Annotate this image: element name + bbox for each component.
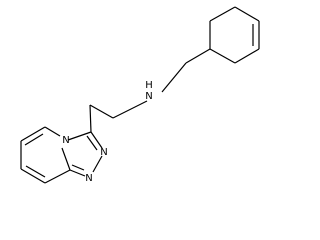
pyridine-ring xyxy=(20,126,71,184)
bond xyxy=(209,48,236,64)
bond xyxy=(161,62,187,93)
triazole-ring xyxy=(61,131,103,177)
bond xyxy=(44,169,71,184)
bond xyxy=(234,6,260,22)
bond xyxy=(61,147,71,171)
bond xyxy=(185,48,211,64)
amine-h-label: H xyxy=(145,80,153,91)
bond xyxy=(89,104,114,119)
bond xyxy=(44,126,61,137)
double-bond-inner xyxy=(24,133,44,146)
cyclohexene-ring xyxy=(209,6,260,64)
molecule-structure-diagram: N H N N N xyxy=(20,6,260,184)
triazole-n1-label: N xyxy=(100,147,107,158)
bond xyxy=(209,6,236,22)
double-bond-inner xyxy=(25,165,46,178)
bond xyxy=(92,155,103,173)
triazole-n4-label: N xyxy=(62,135,69,146)
amine-n-label: N xyxy=(145,91,152,102)
atom-label-amine: N H xyxy=(145,80,153,102)
triazole-n2-label: N xyxy=(85,173,92,184)
bond xyxy=(89,104,92,133)
bond xyxy=(112,100,148,119)
bond xyxy=(90,131,103,149)
bond xyxy=(69,169,86,177)
double-bond-inner xyxy=(86,135,98,151)
bond xyxy=(234,48,260,64)
bond xyxy=(67,131,92,141)
bond xyxy=(20,168,46,184)
double-bond-inner xyxy=(71,164,85,171)
bond xyxy=(20,126,46,142)
